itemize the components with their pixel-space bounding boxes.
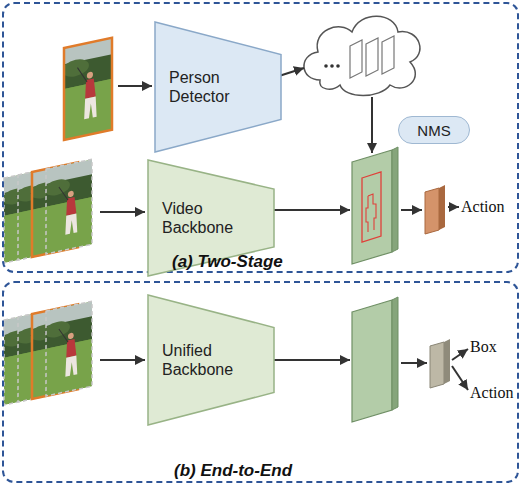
flow-arrow-part bbox=[268, 359, 350, 361]
block-label: NMS bbox=[417, 122, 450, 139]
video-clip bbox=[2, 159, 92, 263]
feature-map-part bbox=[352, 300, 392, 422]
feature-map-part bbox=[352, 150, 392, 264]
network-block: Unified Backbone bbox=[148, 295, 274, 425]
video-clip-part bbox=[44, 159, 92, 254]
trapezoid-shape bbox=[155, 22, 281, 152]
flow-arrow-part bbox=[452, 366, 468, 390]
key-frame bbox=[62, 38, 112, 141]
query-feature-part bbox=[430, 342, 444, 388]
feature-map-part bbox=[392, 297, 398, 410]
query-feature bbox=[430, 339, 450, 388]
trapezoid-shape bbox=[148, 295, 274, 425]
proposal-cloud-part bbox=[350, 40, 362, 78]
trapezoid-outline bbox=[155, 22, 281, 152]
feature-map-part bbox=[366, 194, 376, 232]
feature-map bbox=[352, 147, 398, 264]
proposal-cloud-part bbox=[330, 64, 334, 68]
feature-map-part bbox=[362, 172, 381, 242]
flow-arrow-part bbox=[100, 359, 145, 361]
output-label: Action bbox=[470, 384, 514, 402]
block-label: Person Detector bbox=[169, 68, 251, 106]
flow-arrow-part bbox=[401, 362, 427, 364]
proposal-cloud bbox=[304, 16, 420, 95]
proposal-cloud-part bbox=[304, 16, 420, 95]
key-frame-part bbox=[62, 38, 112, 141]
flow-arrow-part bbox=[452, 349, 468, 360]
video-clip-part-part bbox=[44, 159, 92, 254]
nms-pill: NMS bbox=[398, 116, 470, 144]
flow-arrow-part bbox=[448, 206, 459, 208]
stage-panel: (b) End-to-End Unified Backbone bbox=[2, 281, 519, 483]
stage-panel: (a) Two-Stage Person DetectorNMS Video Bac… bbox=[2, 2, 519, 273]
roi-feature bbox=[425, 185, 445, 234]
key-frame-part bbox=[64, 38, 112, 140]
flow-arrow-part bbox=[268, 209, 350, 211]
network-block: Person Detector bbox=[155, 22, 281, 152]
flow-arrow-part bbox=[401, 209, 422, 211]
feature-map bbox=[352, 297, 398, 422]
video-clip-part-part bbox=[46, 159, 92, 254]
flow-arrow-part bbox=[371, 97, 373, 153]
proposal-cloud-part bbox=[336, 64, 340, 68]
panel-title: (b) End-to-End bbox=[174, 461, 292, 481]
roi-feature-part bbox=[439, 185, 445, 230]
trapezoid-outline bbox=[148, 160, 274, 276]
feature-map-part bbox=[392, 147, 398, 252]
output-label: Box bbox=[470, 338, 497, 356]
flow-arrow-part bbox=[118, 85, 152, 87]
query-feature-part bbox=[444, 339, 450, 384]
flow-arrow-part bbox=[100, 211, 145, 213]
output-label: Action bbox=[461, 198, 505, 216]
proposal-cloud-part bbox=[366, 38, 378, 76]
panel-title: (a) Two-Stage bbox=[172, 252, 283, 272]
trapezoid-outline bbox=[148, 295, 274, 425]
proposal-cloud-part bbox=[382, 36, 394, 74]
video-clip-part bbox=[44, 301, 92, 396]
video-clip-part-part bbox=[44, 301, 92, 396]
block-label: Unified Backbone bbox=[162, 341, 244, 379]
video-clip bbox=[2, 301, 92, 405]
block-label: Video Backbone bbox=[162, 199, 244, 237]
flow-arrow-part bbox=[279, 68, 304, 76]
video-clip-part-part bbox=[46, 301, 92, 396]
roi-feature-part bbox=[425, 188, 439, 234]
proposal-cloud-part bbox=[324, 64, 328, 68]
